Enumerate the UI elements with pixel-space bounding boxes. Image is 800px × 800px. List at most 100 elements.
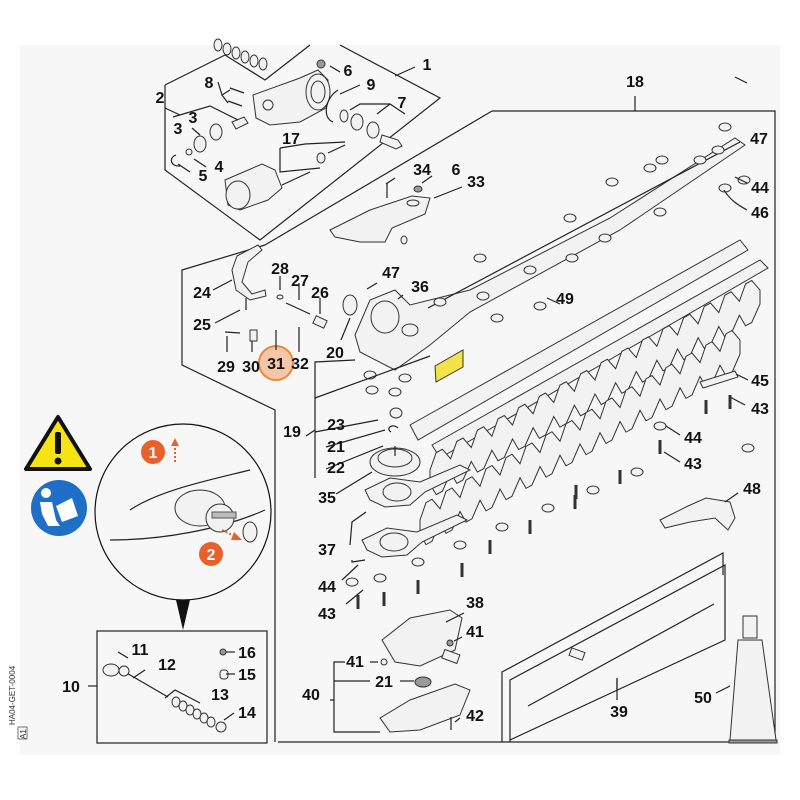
- callout-27[interactable]: 27: [291, 273, 309, 290]
- callout-44b[interactable]: 44: [684, 430, 702, 447]
- screws-8: [227, 87, 245, 107]
- callout-4[interactable]: 4: [215, 159, 224, 176]
- callout-9[interactable]: 9: [367, 77, 376, 94]
- callout-46[interactable]: 46: [751, 205, 769, 222]
- callout-3b[interactable]: 3: [189, 110, 198, 127]
- callout-13[interactable]: 13: [211, 687, 229, 704]
- callout-25[interactable]: 25: [193, 317, 211, 334]
- callout-43a[interactable]: 43: [318, 606, 336, 623]
- callout-33[interactable]: 33: [467, 174, 485, 191]
- plug-6: [316, 59, 326, 69]
- callout-19[interactable]: 19: [283, 424, 301, 441]
- bearing-23: [389, 407, 403, 419]
- assembly-1-frame: [164, 44, 442, 241]
- callout-23[interactable]: 23: [327, 417, 345, 434]
- ring-28: [276, 294, 284, 300]
- callout-26[interactable]: 26: [311, 285, 329, 302]
- callout-17[interactable]: 17: [282, 131, 300, 148]
- assembly-18-frame: [181, 96, 776, 743]
- callout-45[interactable]: 45: [751, 373, 769, 390]
- washer: [653, 207, 667, 217]
- drawing-code-text: HA04-GET-0004: [8, 665, 17, 725]
- callout-21a[interactable]: 21: [327, 439, 345, 456]
- leader-lines: [117, 65, 749, 733]
- read-manual-icon: [31, 480, 87, 536]
- callout-43c[interactable]: 43: [751, 401, 769, 418]
- callout-47a[interactable]: 47: [750, 131, 768, 148]
- callout-42[interactable]: 42: [466, 708, 484, 725]
- callout-41a[interactable]: 41: [346, 654, 364, 671]
- washer: [605, 177, 619, 187]
- callout-35[interactable]: 35: [318, 490, 336, 507]
- washer: [711, 145, 725, 155]
- washer: [473, 253, 487, 263]
- callout-18[interactable]: 18: [626, 74, 644, 91]
- callout-12[interactable]: 12: [158, 657, 176, 674]
- callout-41b[interactable]: 41: [466, 624, 484, 641]
- step-2-label: 2: [207, 547, 216, 564]
- callout-6b[interactable]: 6: [452, 162, 461, 179]
- disc-4: [185, 148, 193, 156]
- callout-8[interactable]: 8: [205, 75, 214, 92]
- warning-triangle-icon: [24, 415, 92, 471]
- callout-31[interactable]: 31: [267, 356, 285, 373]
- washer: [643, 163, 657, 173]
- callout-30[interactable]: 30: [242, 359, 260, 376]
- callout-16[interactable]: 16: [238, 645, 256, 662]
- bearing-7b: [366, 121, 380, 139]
- washer: [398, 373, 412, 383]
- callout-44c[interactable]: 44: [751, 180, 769, 197]
- callout-22[interactable]: 22: [327, 460, 345, 477]
- callout-50[interactable]: 50: [694, 690, 712, 707]
- box-10-parts: [102, 648, 229, 733]
- callout-38[interactable]: 38: [466, 595, 484, 612]
- callout-40[interactable]: 40: [302, 687, 320, 704]
- callout-5[interactable]: 5: [199, 168, 208, 185]
- washer: [598, 233, 612, 243]
- callout-49[interactable]: 49: [556, 291, 574, 308]
- callout-36[interactable]: 36: [411, 279, 429, 296]
- gearbox-body: [354, 137, 746, 371]
- washer: [653, 421, 667, 431]
- callout-24[interactable]: 24: [193, 285, 211, 302]
- callout-2[interactable]: 2: [156, 90, 165, 107]
- washer: [523, 265, 537, 275]
- callout-29[interactable]: 29: [217, 359, 235, 376]
- step-2-badge: 2: [199, 542, 223, 566]
- callout-10[interactable]: 10: [62, 679, 80, 696]
- callout-34[interactable]: 34: [413, 162, 431, 179]
- callout-6a[interactable]: 6: [344, 63, 353, 80]
- callout-14[interactable]: 14: [238, 705, 256, 722]
- box-10-frame: [88, 630, 268, 744]
- callout-20[interactable]: 20: [326, 345, 344, 362]
- callout-7[interactable]: 7: [398, 95, 407, 112]
- callout-48[interactable]: 48: [743, 481, 761, 498]
- seal-21b: [414, 676, 432, 688]
- callout-47b[interactable]: 47: [382, 265, 400, 282]
- washer: [411, 557, 425, 567]
- guard-48: [659, 497, 736, 531]
- callout-11[interactable]: 11: [132, 642, 149, 659]
- callout-43b[interactable]: 43: [684, 456, 702, 473]
- washer: [737, 175, 751, 185]
- bearing-ring: [339, 109, 349, 123]
- bearing-3a: [193, 135, 207, 153]
- callout-28[interactable]: 28: [271, 261, 289, 278]
- callout-44a[interactable]: 44: [318, 579, 336, 596]
- callout-32[interactable]: 32: [291, 356, 309, 373]
- spring-26: [312, 315, 328, 329]
- ring-20: [342, 294, 358, 316]
- callout-37[interactable]: 37: [318, 542, 336, 559]
- washer: [373, 573, 387, 583]
- fasteners: [345, 122, 755, 609]
- washer: [718, 122, 732, 132]
- washer: [563, 213, 577, 223]
- plug-41b: [446, 639, 454, 647]
- callout-3a[interactable]: 3: [174, 121, 183, 138]
- callout-1[interactable]: 1: [423, 57, 432, 74]
- washer: [345, 577, 359, 587]
- callout-15[interactable]: 15: [238, 667, 256, 684]
- callout-39[interactable]: 39: [610, 704, 628, 721]
- washer-stack: [213, 38, 268, 71]
- callout-21b[interactable]: 21: [375, 674, 393, 691]
